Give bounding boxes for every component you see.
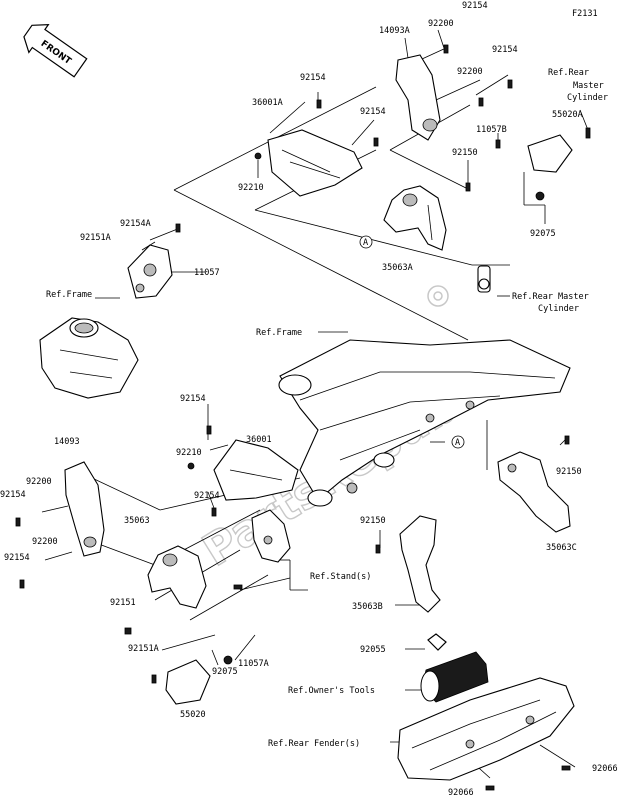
label-92200-top: 92200 — [428, 19, 454, 29]
label-92154-left-1: 92154 — [0, 490, 26, 500]
label-ref-rear-master-top-1: Ref.Rear — [548, 68, 589, 78]
label-ref-rear-master-mid-1: Ref.Rear Master — [512, 292, 589, 302]
label-ref-stand: Ref.Stand(s) — [310, 572, 371, 582]
label-92075-low: 92075 — [212, 667, 238, 677]
label-ref-rear-fender: Ref.Rear Fender(s) — [268, 739, 360, 749]
label-55020: 55020 — [180, 710, 206, 720]
label-ref-rear-master-top-3: Cylinder — [567, 93, 608, 103]
label-11057b: 11057B — [476, 125, 507, 135]
label-14093a: 14093A — [379, 26, 410, 36]
reference-marker-a-mid: A — [451, 435, 465, 449]
label-ref-frame-left: Ref.Frame — [46, 290, 92, 300]
svg-text:A: A — [363, 238, 368, 248]
label-92066-bottom: 92066 — [448, 788, 474, 798]
main-frame — [278, 339, 571, 507]
figure-code: F2131 — [572, 9, 598, 19]
label-35063b: 35063B — [352, 602, 383, 612]
label-ref-rear-master-mid-2: Cylinder — [538, 304, 579, 314]
label-11057a: 11057A — [238, 659, 269, 669]
label-92154-right: 92154 — [492, 45, 518, 55]
svg-text:A: A — [455, 438, 460, 448]
bolt-icons — [15, 44, 591, 791]
label-92154-top: 92154 — [462, 1, 488, 11]
footrest-11057 — [127, 244, 173, 299]
label-92150-top: 92150 — [452, 148, 478, 158]
label-35063c: 35063C — [546, 543, 577, 553]
label-36001: 36001 — [246, 435, 272, 445]
label-92154-mid-2: 92154 — [194, 491, 220, 501]
bracket-35063c — [497, 451, 571, 533]
heel-guard-36001 — [213, 439, 299, 501]
bracket-35063a — [383, 185, 447, 251]
front-direction-arrow-icon: FRONT — [23, 23, 88, 78]
label-92154-a: 92154 — [300, 73, 326, 83]
guard-55020 — [165, 659, 211, 705]
label-14093: 14093 — [54, 437, 80, 447]
watermark-gear-icon — [427, 285, 449, 307]
bracket-35063b — [399, 515, 441, 613]
label-92154-left-2: 92154 — [4, 553, 30, 563]
label-92151a-top: 92151A — [80, 233, 111, 243]
label-ref-rear-master-top-2: Master — [573, 81, 604, 91]
label-92154-b: 92154 — [360, 107, 386, 117]
label-92075-top: 92075 — [530, 229, 556, 239]
bracket-35063 — [147, 545, 207, 609]
label-11057: 11057 — [194, 268, 220, 278]
owners-tool-roll — [420, 651, 489, 703]
label-92200-left-2: 92200 — [32, 537, 58, 547]
label-92150-mid: 92150 — [556, 467, 582, 477]
label-35063a: 35063A — [382, 263, 413, 273]
clip-92055 — [427, 633, 447, 651]
stand-bracket — [251, 509, 291, 563]
label-ref-frame-mid: Ref.Frame — [256, 328, 302, 338]
label-92066-right: 92066 — [592, 764, 618, 774]
label-92151: 92151 — [110, 598, 136, 608]
label-92200-right: 92200 — [457, 67, 483, 77]
master-cylinder-fitting — [477, 265, 491, 293]
label-36001a: 36001A — [252, 98, 283, 108]
footrest-plate-14093a — [395, 54, 441, 141]
guard-55020a — [527, 134, 573, 173]
label-92154-mid: 92154 — [180, 394, 206, 404]
label-ref-owners-tools: Ref.Owner's Tools — [288, 686, 375, 696]
label-55020a: 55020A — [552, 110, 583, 120]
label-35063: 35063 — [124, 516, 150, 526]
rear-fender — [397, 677, 575, 781]
footrest-plate-14093 — [64, 461, 105, 557]
label-92151a-low: 92151A — [128, 644, 159, 654]
label-92150-low: 92150 — [360, 516, 386, 526]
label-92210-mid: 92210 — [176, 448, 202, 458]
label-92210-top: 92210 — [238, 183, 264, 193]
label-92200-left-1: 92200 — [26, 477, 52, 487]
heel-guard-36001a — [267, 129, 363, 197]
reference-marker-a-top: A — [359, 235, 373, 249]
frame-head-section — [39, 317, 139, 399]
label-92154a: 92154A — [120, 219, 151, 229]
label-92055: 92055 — [360, 645, 386, 655]
